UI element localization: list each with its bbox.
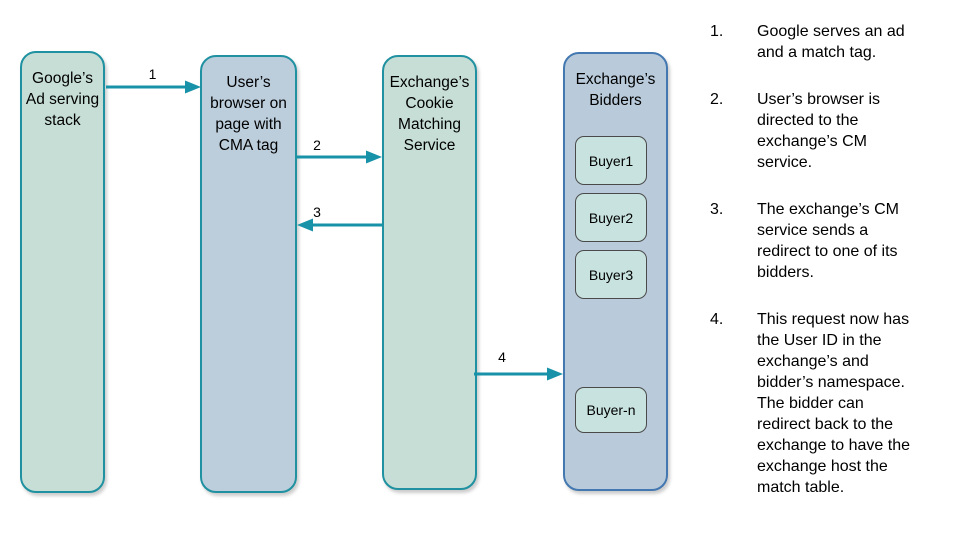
step-item-4: 4. This request now has the User ID in t…	[710, 309, 955, 498]
arrow-3-icon	[297, 218, 382, 232]
buyer-n-node: Buyer-n	[575, 387, 647, 433]
step-text: This request now has the User ID in the …	[757, 311, 911, 496]
lane-exchange-bidders: Exchange’s Bidders Buyer1 Buyer2 Buyer3 …	[563, 52, 668, 491]
arrow-1-label: 1	[148, 66, 157, 82]
lane-cookie-matching-service: Exchange’s Cookie Matching Service	[382, 55, 477, 490]
arrow-2-label: 2	[313, 137, 321, 153]
step-number: 4.	[710, 311, 724, 328]
lane-title-bidders: Exchange’s Bidders	[575, 71, 656, 109]
lane-title-cookie-matching: Exchange’s Cookie Matching Service	[389, 74, 470, 154]
steps-list: 1. Google serves an ad and a match tag. …	[710, 21, 955, 524]
step-number: 1.	[710, 23, 724, 40]
step-number: 2.	[710, 91, 724, 108]
lane-title-user-browser: User’s browser on page with CMA tag	[210, 74, 287, 154]
arrow-4-label: 4	[498, 349, 506, 365]
step-item-1: 1. Google serves an ad and a match tag.	[710, 21, 955, 63]
step-text: User’s browser is directed to the exchan…	[757, 91, 880, 171]
lane-google-ad-serving-stack: Google’s Ad serving stack	[20, 51, 105, 493]
buyer1-node: Buyer1	[575, 136, 647, 185]
step-item-2: 2. User’s browser is directed to the exc…	[710, 89, 955, 173]
step-text: The exchange’s CM service sends a redire…	[757, 201, 899, 281]
arrow-4-icon	[474, 367, 563, 381]
buyer2-node: Buyer2	[575, 193, 647, 242]
arrow-3-label: 3	[313, 204, 321, 220]
step-item-3: 3. The exchange’s CM service sends a red…	[710, 199, 955, 283]
arrow-1-icon	[106, 80, 201, 94]
step-text: Google serves an ad and a match tag.	[757, 23, 905, 61]
lane-user-browser: User’s browser on page with CMA tag	[200, 55, 297, 493]
step-number: 3.	[710, 201, 724, 218]
lane-title-google: Google’s Ad serving stack	[25, 70, 100, 129]
buyer3-node: Buyer3	[575, 250, 647, 299]
